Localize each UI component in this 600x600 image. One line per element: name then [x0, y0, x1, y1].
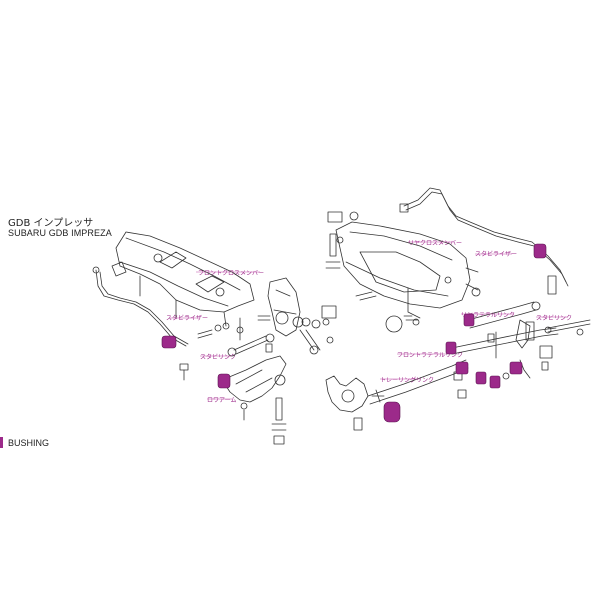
callout-rear-stabilizer: スタビライザー [475, 251, 518, 258]
callout-trailing-link: トレーリングリンク [380, 377, 435, 384]
rear-lateral-links [451, 301, 559, 379]
bushing-lateral-link-mid [489, 375, 501, 389]
bushing-front-lateral-link-inner [445, 341, 457, 355]
diagram-title-english: SUBARU GDB IMPREZA [8, 228, 112, 238]
callout-front-crossmember: フロントクロスメンバー [198, 270, 265, 277]
bushing-rear-stabilizer [533, 243, 547, 259]
front-lower-arm-part [221, 355, 287, 445]
front-stabilizer-bar [92, 266, 189, 347]
rear-stabilizer-link [515, 319, 591, 349]
callout-front-lateral-link: フロントラテラルリンク [397, 352, 464, 359]
legend-bushing-label: BUSHING [8, 438, 50, 448]
bushing-rear-lateral-link-inner [463, 313, 475, 327]
rear-crossmember-part [335, 221, 481, 319]
bushing-trailing-link-front [383, 401, 401, 423]
callout-front-stabilizer: スタビライザー [166, 315, 209, 322]
front-knuckle-part [257, 277, 337, 355]
bushing-trailing-link-rear [455, 361, 469, 375]
front-fasteners [179, 317, 244, 381]
bushing-front-lower-arm [217, 373, 231, 389]
rear-mount-fasteners [325, 211, 420, 333]
bushing-rear-lateral-link-outer [509, 361, 523, 375]
bushing-front-lateral-link-outer [475, 371, 487, 385]
rear-stabilizer-bar [399, 187, 569, 295]
callout-lower-arm: ロワアーム [207, 397, 237, 404]
diagram-title-japanese: GDB インプレッサ [8, 218, 94, 229]
bushing-front-stabilizer [161, 335, 177, 349]
bushing-legend-swatch [0, 437, 3, 448]
front-stabilizer-link [227, 333, 275, 357]
callout-rear-lateral-link: リヤラテラルリンク [461, 312, 516, 319]
callout-rear-stab-link: スタビリンク [536, 315, 573, 322]
callout-front-stab-link: スタビリンク [200, 354, 237, 361]
callout-rear-crossmember: リヤクロスメンバー [408, 240, 463, 247]
front-crossmember-part [111, 231, 255, 327]
